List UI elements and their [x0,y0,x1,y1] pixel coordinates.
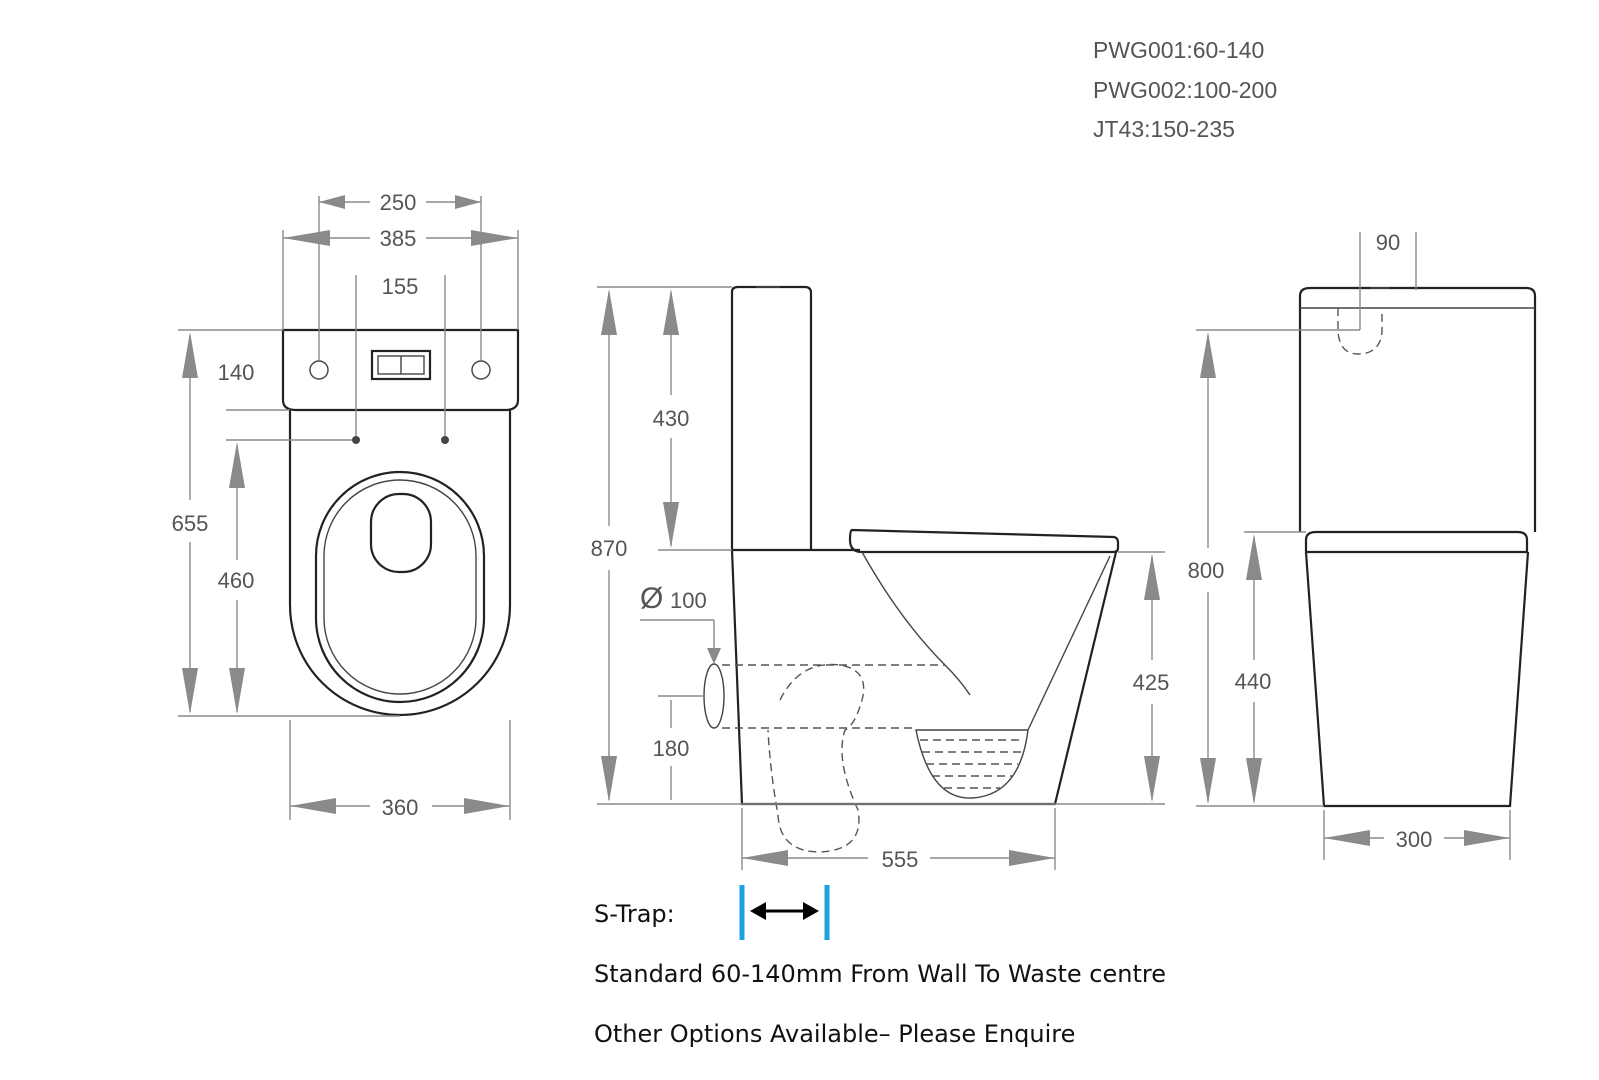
side-view-body-outline [730,548,1118,806]
back-view-cistern-outline [1298,286,1537,532]
model-code-3: JT43:150-235 [1093,116,1235,142]
side-view: 870 430 180 Ø 100 425 555 [591,285,1170,872]
top-view-hinge-right [441,436,449,444]
dim-155-label: 155 [382,274,419,299]
model-code-2: PWG002:100-200 [1093,77,1277,103]
s-trap-offset-icon [739,885,830,940]
dim-430-label: 430 [653,406,690,431]
model-code-1: PWG001:60-140 [1093,37,1264,63]
top-view-hinge-left [352,436,360,444]
side-view-water-pattern [920,739,1024,789]
side-view-bowl-inner [861,551,971,696]
back-view-seat-outline [1304,530,1529,554]
side-view-cistern-outline [730,285,813,550]
diameter-icon: Ø [640,582,663,615]
dim-300-label: 300 [1396,827,1433,852]
dim-360-label: 360 [382,795,419,820]
other-options-note: Other Options Available– Please Enquire [594,1020,1075,1048]
dim-555-label: 555 [882,847,919,872]
dim-655-label: 655 [172,511,209,536]
top-view: 250 385 155 655 140 460 360 [172,190,520,820]
top-view-bolt-right [471,360,491,380]
dim-180-label: 180 [653,736,690,761]
top-view-bowl-outline [288,410,512,717]
back-view-body-outline [1304,551,1530,808]
side-view-trap-outline [767,663,865,853]
top-view-bolt-left [309,360,329,380]
flush-button-icon [370,349,432,381]
top-view-seat-opening [369,492,433,574]
back-view-inlet-outline [1337,308,1383,355]
side-view-outlet-pipe [703,663,725,729]
s-trap-notes: S-Trap: Standard 60-140mm From Wall To W… [594,885,1166,1048]
dim-870-label: 870 [591,536,628,561]
dim-90-label: 90 [1376,230,1400,255]
dim-800-label: 800 [1188,558,1225,583]
dim-460-label: 460 [218,568,255,593]
side-view-seat-outline [848,528,1120,554]
dim-100-label: 100 [670,588,707,613]
model-code-list: PWG001:60-140 PWG002:100-200 JT43:150-23… [1093,37,1277,142]
back-view: 90 800 440 300 [1188,230,1537,860]
standard-offset-note: Standard 60-140mm From Wall To Waste cen… [594,960,1166,988]
top-view-seat-outer [314,470,486,704]
dim-250-label: 250 [380,190,417,215]
dim-385-label: 385 [380,226,417,251]
s-trap-label: S-Trap: [594,900,675,928]
top-view-cistern-outline [281,328,520,412]
dim-140-label: 140 [218,360,255,385]
dim-440-label: 440 [1235,669,1272,694]
dim-425-label: 425 [1133,670,1170,695]
diameter-callout: Ø 100 [640,582,721,664]
top-view-seat-inner [323,479,477,695]
